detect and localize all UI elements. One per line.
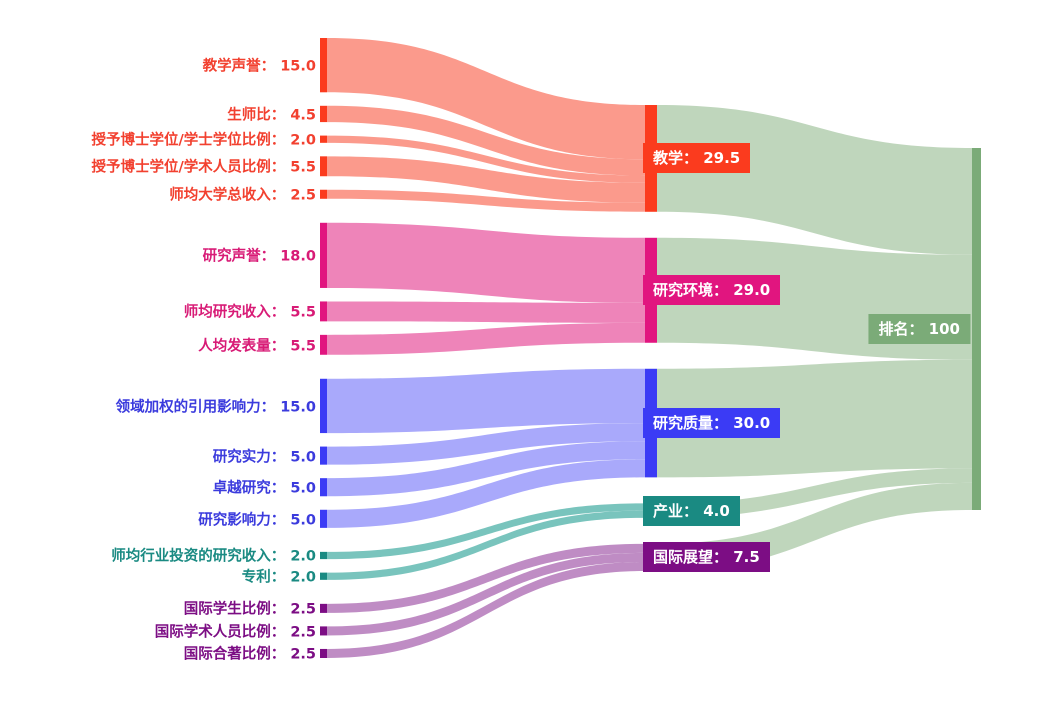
- node-label-patents: 专利： 2.0: [241, 569, 316, 586]
- sankey-node-student_staff_ratio[interactable]: [320, 105, 327, 123]
- sankey-link: [327, 543, 645, 613]
- node-label-publications_per_staff: 人均发表量： 5.5: [198, 338, 316, 355]
- sankey-node-research_influence[interactable]: [320, 509, 327, 528]
- sankey-link: [327, 552, 645, 636]
- node-label-intl_coauthorship: 国际合著比例： 2.5: [183, 646, 316, 663]
- sankey-link: [327, 423, 645, 465]
- node-label-institutional_income: 师均大学总收入： 2.5: [169, 187, 316, 204]
- node-label-research_strength: 研究实力： 5.0: [212, 449, 316, 466]
- sankey-node-ranking[interactable]: [972, 148, 981, 510]
- sankey-node-research_strength[interactable]: [320, 446, 327, 465]
- sankey-node-research_reputation[interactable]: [320, 222, 327, 288]
- sankey-link: [327, 222, 645, 303]
- sankey-node-research_income[interactable]: [320, 301, 327, 322]
- node-label-teaching: 教学： 29.5: [643, 143, 751, 174]
- sankey-link: [657, 105, 972, 255]
- node-label-ranking: 排名： 100: [868, 314, 970, 344]
- sankey-node-teaching_reputation[interactable]: [320, 38, 327, 93]
- node-label-research_reputation: 研究声誉： 18.0: [202, 248, 316, 265]
- sankey-link: [327, 510, 645, 580]
- node-label-intl_outlook: 国际展望： 7.5: [643, 542, 770, 573]
- node-label-industry_income: 师均行业投资的研究收入： 2.0: [111, 548, 316, 565]
- node-label-research_income: 师均研究收入： 5.5: [183, 304, 316, 321]
- sankey-link: [327, 459, 645, 528]
- node-label-industry: 产业： 4.0: [643, 495, 740, 526]
- sankey-node-intl_students[interactable]: [320, 603, 327, 613]
- sankey-node-intl_coauthorship[interactable]: [320, 648, 327, 658]
- sankey-node-intl_staff[interactable]: [320, 626, 327, 636]
- sankey-node-field_weighted_citation[interactable]: [320, 378, 327, 434]
- sankey-node-doctorate_bachelor_ratio[interactable]: [320, 135, 327, 143]
- sankey-link: [327, 189, 645, 212]
- node-label-teaching_reputation: 教学声誉： 15.0: [202, 58, 316, 75]
- node-label-research_quality: 研究质量： 30.0: [643, 408, 781, 439]
- sankey-link: [327, 156, 645, 203]
- sankey-node-publications_per_staff[interactable]: [320, 334, 327, 355]
- sankey-node-patents[interactable]: [320, 572, 327, 580]
- node-label-intl_students: 国际学生比例： 2.5: [183, 601, 316, 618]
- sankey-link: [327, 135, 645, 183]
- sankey-link: [327, 368, 645, 434]
- sankey-link: [327, 441, 645, 497]
- node-label-intl_staff: 国际学术人员比例： 2.5: [154, 624, 316, 641]
- sankey-link: [327, 38, 645, 160]
- sankey-link: [327, 561, 645, 658]
- node-label-field_weighted_citation: 领域加权的引用影响力： 15.0: [115, 399, 316, 416]
- node-label-research_excellence: 卓越研究： 5.0: [212, 480, 316, 497]
- sankey-node-research_excellence[interactable]: [320, 478, 327, 497]
- node-label-doctorate_bachelor_ratio: 授予博士学位/学士学位比例： 2.0: [91, 132, 316, 149]
- sankey-link: [327, 105, 645, 176]
- sankey-link: [327, 322, 645, 355]
- sankey-link: [657, 359, 972, 478]
- sankey-link: [327, 301, 645, 323]
- node-label-student_staff_ratio: 生师比： 4.5: [227, 107, 316, 124]
- node-label-research_influence: 研究影响力： 5.0: [198, 512, 316, 529]
- node-label-research_env: 研究环境： 29.0: [643, 275, 781, 306]
- sankey-node-doctorate_academic_ratio[interactable]: [320, 156, 327, 177]
- sankey-node-institutional_income[interactable]: [320, 189, 327, 199]
- sankey-link: [327, 503, 645, 560]
- sankey-node-industry_income[interactable]: [320, 551, 327, 560]
- node-label-doctorate_academic_ratio: 授予博士学位/学术人员比例： 5.5: [91, 159, 316, 176]
